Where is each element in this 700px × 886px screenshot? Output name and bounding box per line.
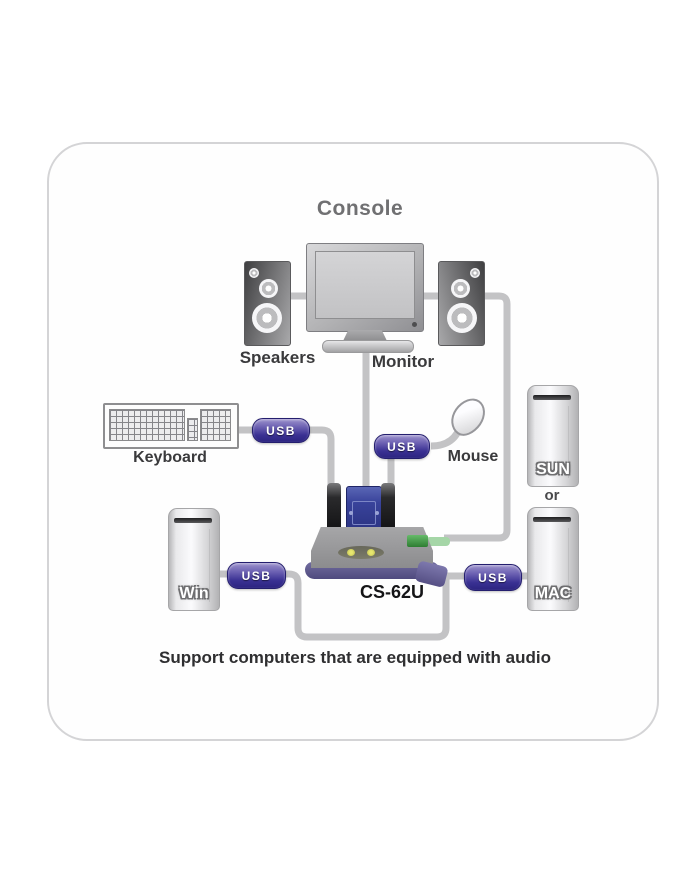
vga-screw	[375, 511, 379, 515]
mac-label: MAC	[534, 585, 572, 602]
caption-text: Support computers that are equipped with…	[159, 648, 551, 667]
keyboard-main-keys	[109, 409, 185, 441]
tower-seam	[568, 406, 569, 478]
drive-slot	[174, 518, 212, 523]
keyboard-numpad	[200, 409, 231, 441]
usb-badge-mac: USB	[464, 564, 522, 591]
win-label: Win	[179, 585, 209, 602]
cable-win-loop	[216, 570, 450, 641]
keyboard-graphic	[103, 403, 239, 449]
monitor-graphic	[306, 243, 424, 332]
speaker-mid-cone	[451, 279, 470, 298]
vga-panel	[352, 501, 376, 525]
mouse-label: Mouse	[447, 448, 499, 465]
or-label: or	[544, 487, 560, 504]
sun-label: SUN	[536, 461, 570, 478]
mac-computer-tower: MAC	[527, 507, 579, 611]
usb-badge-mouse: USB	[374, 434, 430, 459]
sun-computer-tower: SUN	[527, 385, 579, 487]
speaker-tweeter	[470, 268, 480, 278]
cable-speaker-audio	[444, 292, 511, 542]
port-led-panel	[338, 546, 384, 559]
audio-cable-stub	[426, 537, 450, 546]
port2-led	[367, 549, 375, 556]
usb-badge-keyboard: USB	[252, 418, 310, 443]
drive-slot	[533, 517, 571, 522]
usb-badge-win: USB	[227, 562, 286, 589]
device-model-label: CS-62U	[359, 582, 425, 602]
speaker-woofer	[252, 303, 282, 333]
green-audio-plug	[407, 535, 428, 547]
keyboard-arrow-keys	[187, 418, 198, 441]
tower-seam	[209, 529, 210, 602]
keyboard-label: Keyboard	[133, 449, 207, 466]
vga-connector	[346, 486, 382, 532]
tower-seam	[568, 528, 569, 602]
audio-jack-plug-left	[327, 483, 341, 531]
audio-jack-plug-right	[381, 483, 395, 531]
monitor-screen	[315, 251, 415, 319]
win-computer-tower: Win	[168, 508, 220, 611]
monitor-stand-base	[322, 340, 414, 353]
port1-led	[347, 549, 355, 556]
monitor-stand-neck	[343, 330, 387, 341]
left-speaker-graphic	[244, 261, 291, 346]
speaker-tweeter	[249, 268, 259, 278]
monitor-power-dot	[412, 322, 417, 327]
right-speaker-graphic	[438, 261, 485, 346]
speaker-mid-cone	[259, 279, 278, 298]
monitor-label: Monitor	[371, 352, 435, 371]
speaker-woofer	[447, 303, 477, 333]
console-title: Console	[316, 197, 404, 220]
speakers-label: Speakers	[239, 348, 316, 367]
drive-slot	[533, 395, 571, 400]
cable-keyboard-usb	[233, 426, 335, 486]
vga-screw	[349, 511, 353, 515]
